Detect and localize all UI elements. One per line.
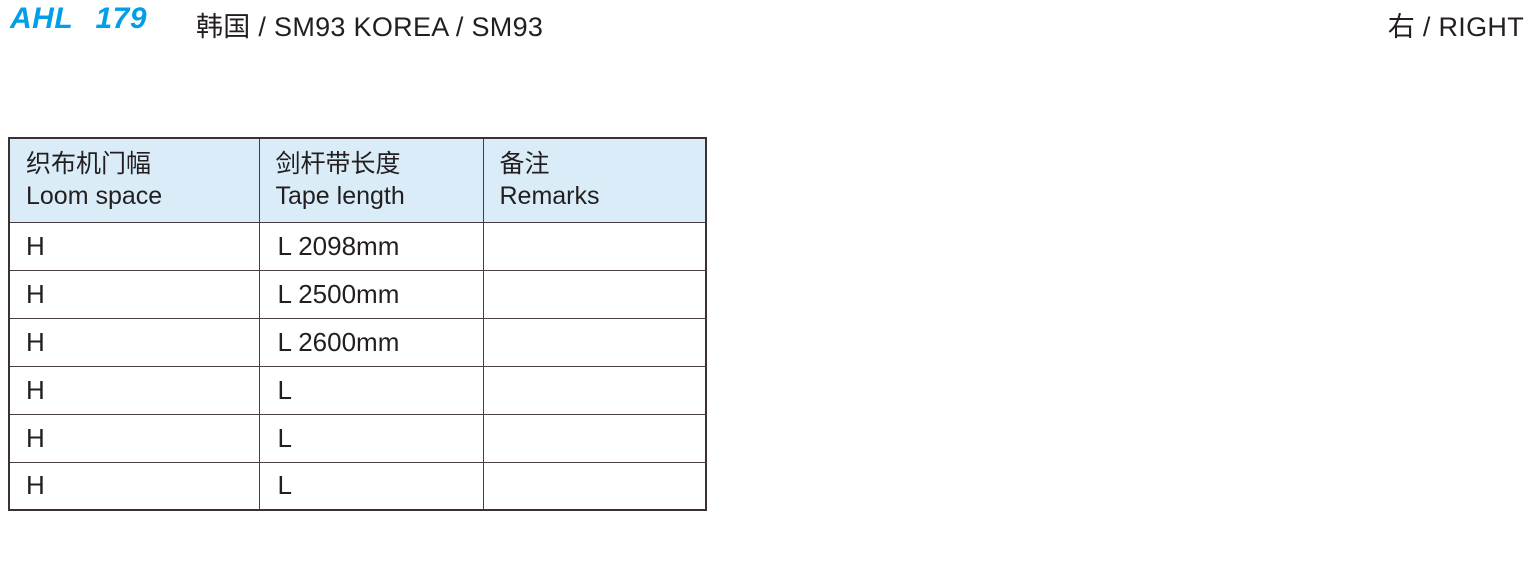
table-header-row: 织布机门幅 Loom space 剑杆带长度 Tape length 备注 Re… — [8, 137, 707, 223]
cell-remarks — [482, 317, 707, 367]
col-header-tape-length-en: Tape length — [275, 182, 405, 211]
cell-tape-length: L — [258, 461, 484, 511]
cell-remarks — [482, 365, 707, 415]
cell-loom-space: H — [8, 413, 260, 463]
cell-tape-length: L — [258, 365, 484, 415]
cell-remarks — [482, 221, 707, 271]
col-header-remarks-en: Remarks — [499, 182, 600, 211]
cell-tape-length: L 2098mm — [258, 221, 484, 271]
spec-table: 织布机门幅 Loom space 剑杆带长度 Tape length 备注 Re… — [8, 137, 707, 511]
model-code: AHL 179 — [10, 2, 148, 35]
cell-tape-length: L 2600mm — [258, 317, 484, 367]
cell-tape-length: L — [258, 413, 484, 463]
col-header-tape-length: 剑杆带长度 Tape length — [258, 137, 484, 223]
col-header-loom-space-zh: 织布机门幅 — [26, 149, 152, 178]
cell-remarks — [482, 461, 707, 511]
cell-loom-space: H — [8, 269, 260, 319]
cell-loom-space: H — [8, 461, 260, 511]
col-header-tape-length-zh: 剑杆带长度 — [275, 149, 401, 178]
side-label: 右 / RIGHT — [1387, 12, 1524, 42]
cell-loom-space: H — [8, 221, 260, 271]
cell-loom-space: H — [8, 365, 260, 415]
col-header-remarks-zh: 备注 — [499, 149, 550, 178]
col-header-remarks: 备注 Remarks — [482, 137, 707, 223]
cell-loom-space: H — [8, 317, 260, 367]
cell-remarks — [482, 269, 707, 319]
model-title: 韩国 / SM93 KOREA / SM93 — [196, 12, 544, 42]
col-header-loom-space: 织布机门幅 Loom space — [8, 137, 260, 223]
cell-remarks — [482, 413, 707, 463]
cell-tape-length: L 2500mm — [258, 269, 484, 319]
col-header-loom-space-en: Loom space — [26, 182, 163, 211]
